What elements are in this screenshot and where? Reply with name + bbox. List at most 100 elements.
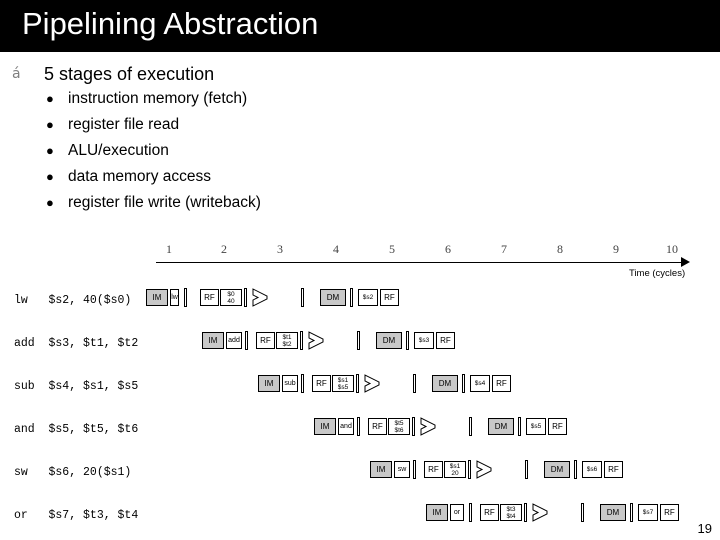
bullet-dot-icon: ● — [46, 91, 54, 106]
alu-icon — [252, 288, 268, 307]
bullet-level1-text: 5 stages of execution — [44, 64, 215, 84]
pipeline-latch — [406, 331, 409, 350]
writeback-dest: $s2 — [358, 289, 378, 306]
slide-number: 19 — [697, 521, 712, 536]
pipeline-latch — [525, 460, 528, 479]
pipeline-latch — [469, 503, 472, 522]
stage-rf: RF — [312, 375, 331, 392]
stage-rf-writeback: RF — [604, 461, 623, 478]
stage-rf: RF — [424, 461, 443, 478]
bullet-item: ● data memory access — [0, 164, 720, 190]
pipeline-latch — [468, 460, 471, 479]
pipeline-latch — [630, 503, 633, 522]
rf-read-2: $t4 — [506, 513, 516, 520]
pipeline-latch — [357, 331, 360, 350]
rf-read-labels: $t5 $t6 — [388, 418, 410, 435]
writeback-dest: $s5 — [526, 418, 546, 435]
rf-read-labels: $s1 20 — [444, 461, 466, 478]
rf-read-2: $s5 — [337, 384, 349, 391]
pipeline-latch — [350, 288, 353, 307]
stage-im: IM — [314, 418, 336, 435]
instruction-label: and $s5, $t5, $t6 — [14, 423, 139, 436]
pipeline-latch — [244, 288, 247, 307]
cycle-number: 10 — [666, 242, 678, 256]
cycle-number: 1 — [166, 242, 172, 256]
stage-rf-writeback: RF — [492, 375, 511, 392]
stage-rf-writeback: RF — [380, 289, 399, 306]
bullet-text: register file read — [68, 116, 180, 133]
stage-op-label: lw — [170, 289, 179, 306]
stage-op-label: add — [226, 332, 242, 349]
instruction-label: sw $s6, 20($s1) — [14, 466, 132, 479]
writeback-dest: $s7 — [638, 504, 658, 521]
rf-read-labels: $t1 $t2 — [276, 332, 298, 349]
bullet-dot-icon: ● — [46, 195, 54, 210]
stage-dm: DM — [432, 375, 458, 392]
rf-read-labels: $0 40 — [220, 289, 242, 306]
stage-dm: DM — [320, 289, 346, 306]
rf-read-2: 40 — [227, 298, 235, 305]
bullet-level1: á 5 stages of execution — [0, 62, 720, 86]
bullet-item: ● ALU/execution — [0, 138, 720, 164]
bullet-text: instruction memory (fetch) — [68, 90, 248, 107]
cycle-number: 5 — [389, 242, 395, 256]
stage-im: IM — [426, 504, 448, 521]
pipeline-latch — [301, 288, 304, 307]
pipeline-latch — [524, 503, 527, 522]
time-axis-label: Time (cycles) — [629, 268, 686, 279]
cycle-number: 6 — [445, 242, 451, 256]
alu-icon — [364, 374, 380, 393]
cycle-number: 8 — [557, 242, 563, 256]
cycle-number: 9 — [613, 242, 619, 256]
stage-im: IM — [202, 332, 224, 349]
stage-rf-writeback: RF — [548, 418, 567, 435]
instruction-label: sub $s4, $s1, $s5 — [14, 380, 139, 393]
bullet-dot-icon: ● — [46, 143, 54, 158]
rf-read-labels: $s1 $s5 — [332, 375, 354, 392]
stage-op-label: or — [450, 504, 464, 521]
rf-read-1: $0 — [227, 290, 235, 298]
stage-dm: DM — [544, 461, 570, 478]
stage-rf: RF — [368, 418, 387, 435]
pipeline-latch — [413, 374, 416, 393]
alu-icon — [420, 417, 436, 436]
pipeline-latch — [574, 460, 577, 479]
rf-read-1: $t1 — [282, 333, 292, 341]
cycle-number: 2 — [221, 242, 227, 256]
stage-rf: RF — [480, 504, 499, 521]
bullet-list: á 5 stages of execution ● instruction me… — [0, 62, 720, 216]
pipeline-latch — [301, 374, 304, 393]
instruction-label: lw $s2, 40($s0) — [14, 294, 132, 307]
pipeline-latch — [581, 503, 584, 522]
pipeline-latch — [356, 374, 359, 393]
stage-op-label: sw — [394, 461, 410, 478]
stage-dm: DM — [600, 504, 626, 521]
stage-rf: RF — [256, 332, 275, 349]
cycle-number: 4 — [333, 242, 339, 256]
alu-icon — [476, 460, 492, 479]
pipeline-latch — [245, 331, 248, 350]
time-axis-line — [156, 262, 683, 263]
bullet-dot-icon: ● — [46, 117, 54, 132]
rf-read-2: $t6 — [394, 427, 404, 434]
title-bar: Pipelining Abstraction — [0, 0, 720, 52]
stage-im: IM — [370, 461, 392, 478]
bullet-text: ALU/execution — [68, 142, 169, 159]
rf-read-1: $t5 — [394, 419, 404, 427]
pipeline-latch — [184, 288, 187, 307]
bullet-marker-icon: á — [12, 66, 21, 82]
alu-icon — [532, 503, 548, 522]
bullet-text: data memory access — [68, 168, 211, 185]
instruction-label: or $s7, $t3, $t4 — [14, 509, 139, 522]
cycle-number: 7 — [501, 242, 507, 256]
alu-icon — [308, 331, 324, 350]
pipeline-latch — [412, 417, 415, 436]
stage-im: IM — [258, 375, 280, 392]
pipeline-latch — [413, 460, 416, 479]
time-axis-arrow-icon — [681, 257, 690, 267]
rf-read-2: $t2 — [282, 341, 292, 348]
stage-dm: DM — [488, 418, 514, 435]
rf-read-labels: $t3 $t4 — [500, 504, 522, 521]
writeback-dest: $s6 — [582, 461, 602, 478]
rf-read-1: $s1 — [449, 462, 461, 470]
